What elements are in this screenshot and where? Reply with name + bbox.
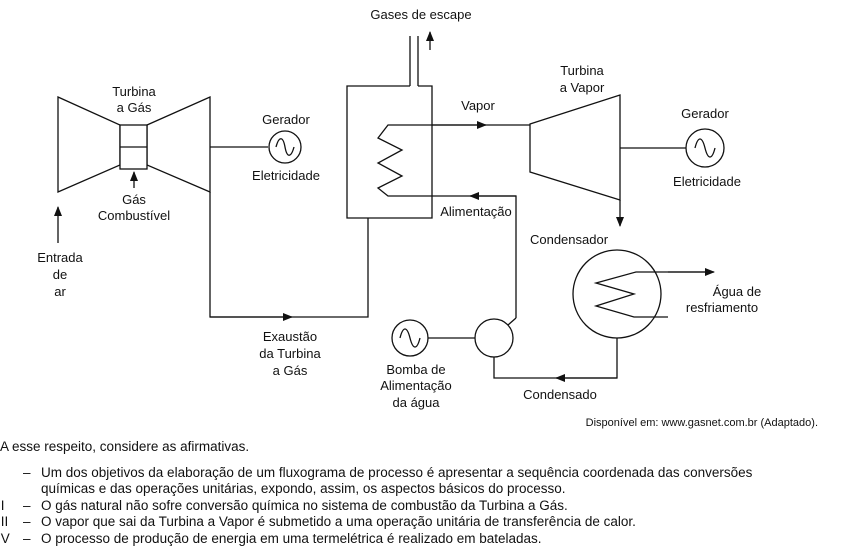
steam-turbine xyxy=(529,94,621,201)
statement-iii-dash: – xyxy=(23,514,31,529)
statement-iv-line-1: O processo de produção de energia em uma… xyxy=(41,531,542,546)
exhaust-label-2: da Turbina xyxy=(259,346,321,361)
process-flow-diagram: Turbina a Gás Gás Combustível Entrada de… xyxy=(37,7,818,429)
statement-i-dash: – xyxy=(23,465,31,480)
boiler-coil xyxy=(376,124,432,197)
exhaust-label-1: Exaustão xyxy=(263,329,317,344)
statement-ii-number: II xyxy=(0,498,5,513)
feed-pump-label-2: Alimentação xyxy=(380,378,452,393)
exhaust-gases-label: Gases de escape xyxy=(370,7,471,22)
statement-i-number: I xyxy=(0,465,17,481)
condenser-label: Condensador xyxy=(530,232,609,247)
steam-turbine-label-1: Turbina xyxy=(560,63,604,78)
condenser xyxy=(572,249,662,339)
generator-left-label: Gerador xyxy=(262,112,310,127)
fuel-label-2: Combustível xyxy=(98,208,170,223)
feed-pump-outlet xyxy=(507,317,517,326)
statement-i-line-2: químicas e das operações unitárias, expo… xyxy=(41,481,566,496)
pump-motor-icon xyxy=(391,319,429,357)
gas-exhaust-line xyxy=(209,192,369,318)
statement-iv-dash: – xyxy=(23,531,31,546)
source-caption: Disponível em: www.gasnet.com.br (Adapta… xyxy=(586,417,818,429)
statement-ii-dash: – xyxy=(23,498,31,513)
generator-right-icon xyxy=(685,128,725,168)
heat-recovery-boiler xyxy=(346,31,434,219)
generator-left-icon xyxy=(268,130,302,164)
statement-iii-number: III xyxy=(0,514,9,529)
air-inlet-label-3: ar xyxy=(54,284,66,299)
condenser-coil xyxy=(593,271,712,318)
statement-ii-line-1: O gás natural não sofre conversão químic… xyxy=(41,498,568,513)
intro-text: A esse respeito, considere as afirmativa… xyxy=(0,439,250,454)
feed-label: Alimentação xyxy=(440,204,512,219)
feed-pump xyxy=(474,318,514,358)
gas-turbine xyxy=(57,95,211,193)
gas-turbine-label-1: Turbina xyxy=(112,84,156,99)
exhaust-label-3: a Gás xyxy=(273,363,308,378)
electricity-left-label: Eletricidade xyxy=(252,168,320,183)
cooling-water-label-2: resfriamento xyxy=(686,300,758,315)
gas-turbine-label-2: a Gás xyxy=(117,100,152,115)
electricity-right-label: Eletricidade xyxy=(673,174,741,189)
air-inlet-label-2: de xyxy=(53,267,67,282)
statement-iv-number: IV xyxy=(0,531,10,546)
fuel-label-1: Gás xyxy=(122,192,146,207)
condensate-label: Condensado xyxy=(523,387,597,402)
statement-i-line-1: Um dos objetivos da elaboração de um flu… xyxy=(41,465,753,480)
feed-pump-label-1: Bomba de xyxy=(386,362,445,377)
feed-pump-label-3: da água xyxy=(393,395,441,410)
cooling-water-label-1: Água de xyxy=(713,284,761,299)
statement-iii-line-1: O vapor que sai da Turbina a Vapor é sub… xyxy=(41,514,636,529)
steam-label: Vapor xyxy=(461,98,495,113)
generator-right-label: Gerador xyxy=(681,106,729,121)
air-inlet-label-1: Entrada xyxy=(37,250,83,265)
steam-turbine-label-2: a Vapor xyxy=(560,80,605,95)
